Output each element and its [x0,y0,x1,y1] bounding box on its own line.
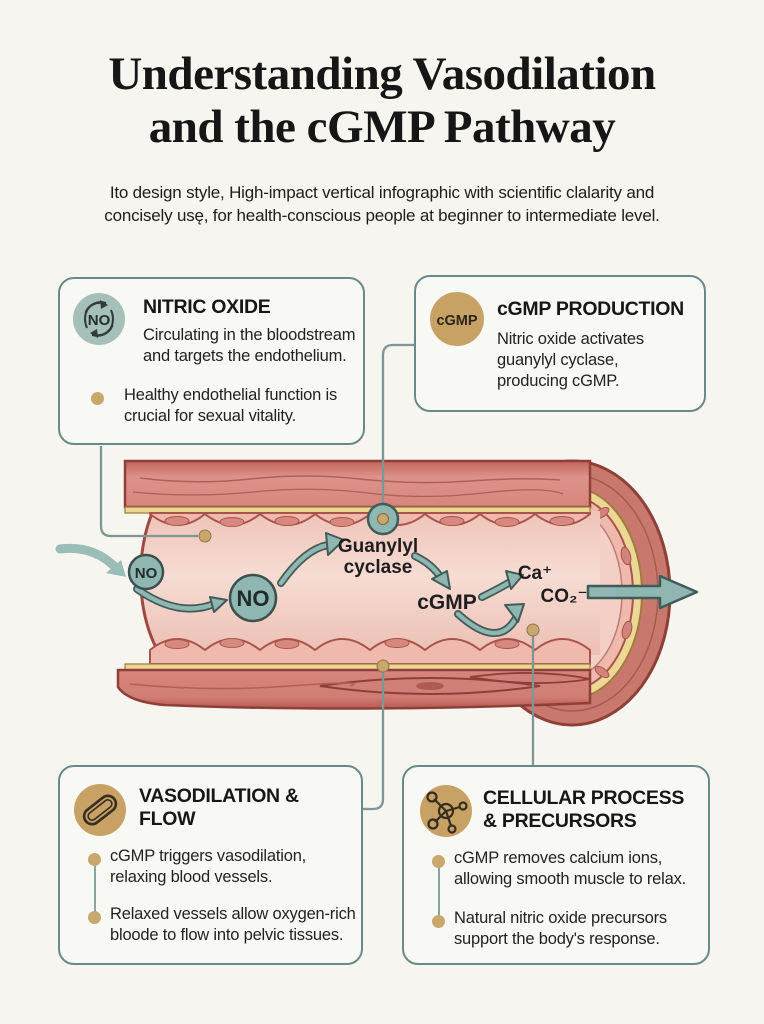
card-body-cgmp-production: Nitric oxide activates guanylyl cyclase,… [497,330,644,390]
calcium-label: Ca⁺ [518,563,552,584]
no-molecule-small [127,553,165,591]
card-cellular-process: CELLULAR PROCESS & PRECURSORS cGMP remov… [402,765,710,965]
entry-arrowhead [106,560,126,577]
guanylyl-label-line2: cyclase [344,557,413,578]
guanylyl-label-line1: Guanylyl [338,536,418,557]
cgmp-to-ca-arrow [479,579,513,600]
card-bullet-2: Natural nitric oxide precursors support … [454,909,667,948]
cgmp-badge-icon: cGMP [430,292,484,346]
guanylyl-cyclase-receptor [366,502,400,536]
page-title-line2: and the cGMP Pathway [148,101,616,154]
marker-dot-endothelium [198,529,212,543]
page-subtitle-line1: Ito design style, High-impact vertical i… [109,183,655,202]
cgmp-label: cGMP [417,591,477,614]
no-to-gc-arrow [278,542,331,586]
bullet-dot [91,392,104,405]
card-cgmp-production: cGMP cGMP PRODUCTION Nitric oxide activa… [414,275,706,412]
connector-nitric-oxide [99,446,198,538]
card-title-cgmp-production: cGMP PRODUCTION [497,298,684,320]
card-body-nitric-oxide: Circulating in the bloodstream and targe… [143,326,356,365]
card-vasodilation-flow: VASODILATION & FLOW cGMP triggers vasodi… [58,765,363,965]
connector-lines [99,343,535,811]
co2-label: CO₂⁻ [541,586,588,607]
cgmp-to-co2-arrow [455,611,519,636]
connector-vasodilation [363,672,385,811]
vessel-top-wall [123,459,592,527]
diagram-labels: NO NO Guanylyl cyclase cGMP Ca⁺ CO₂⁻ [135,536,588,614]
card-bullet-1: cGMP triggers vasodilation, relaxing blo… [110,847,307,886]
no-icon-label: NO [88,312,111,329]
bullet-dot [432,855,445,868]
bullet-dot [88,911,101,924]
marker-dot-calcium [526,623,540,637]
cgmp-icon-label: cGMP [436,313,477,329]
page-subtitle-line2: concisely usę, for health-conscious peop… [104,206,660,226]
outflow-arrow [586,574,699,610]
card-bullet-2: Relaxed vessels allow oxygen-rich bloode… [110,905,356,944]
card-bullet-1: cGMP removes calcium ions, allowing smoo… [454,849,687,888]
vessel-icon [74,784,126,836]
no-molecule-large [228,573,278,623]
marker-dot-smooth-muscle [376,659,390,673]
card-title-vasodilation-flow: VASODILATION & FLOW [139,785,299,830]
card-bullet-1: Healthy endothelial function is crucial … [124,386,338,425]
marker-dots [198,529,540,673]
no-entry-arrow [134,586,217,611]
page-subtitle: Ito design style, High-impact vertical i… [0,181,764,228]
molecule-icon [420,785,472,837]
bullet-dot [88,853,101,866]
connector-cgmp-production [381,343,414,504]
entry-arrow [55,543,119,571]
bullet-connector [94,859,96,917]
no-molecules [127,553,278,623]
vessel-bottom-wall [116,638,592,710]
no-small-label: NO [135,565,158,582]
no-large-label: NO [237,586,270,611]
card-title-cellular-process: CELLULAR PROCESS & PRECURSORS [483,787,685,832]
bullet-connector [438,862,440,922]
page-title: Understanding Vasodilation and the cGMP … [0,48,764,154]
page-title-line1: Understanding Vasodilation [108,48,656,100]
bullet-dot [432,915,445,928]
pathway-arrows [55,532,699,638]
no-cycle-icon: NO [73,293,125,345]
card-title-nitric-oxide: NITRIC OXIDE [143,296,271,318]
card-nitric-oxide: NO NITRIC OXIDE Circulating in the blood… [58,277,365,445]
